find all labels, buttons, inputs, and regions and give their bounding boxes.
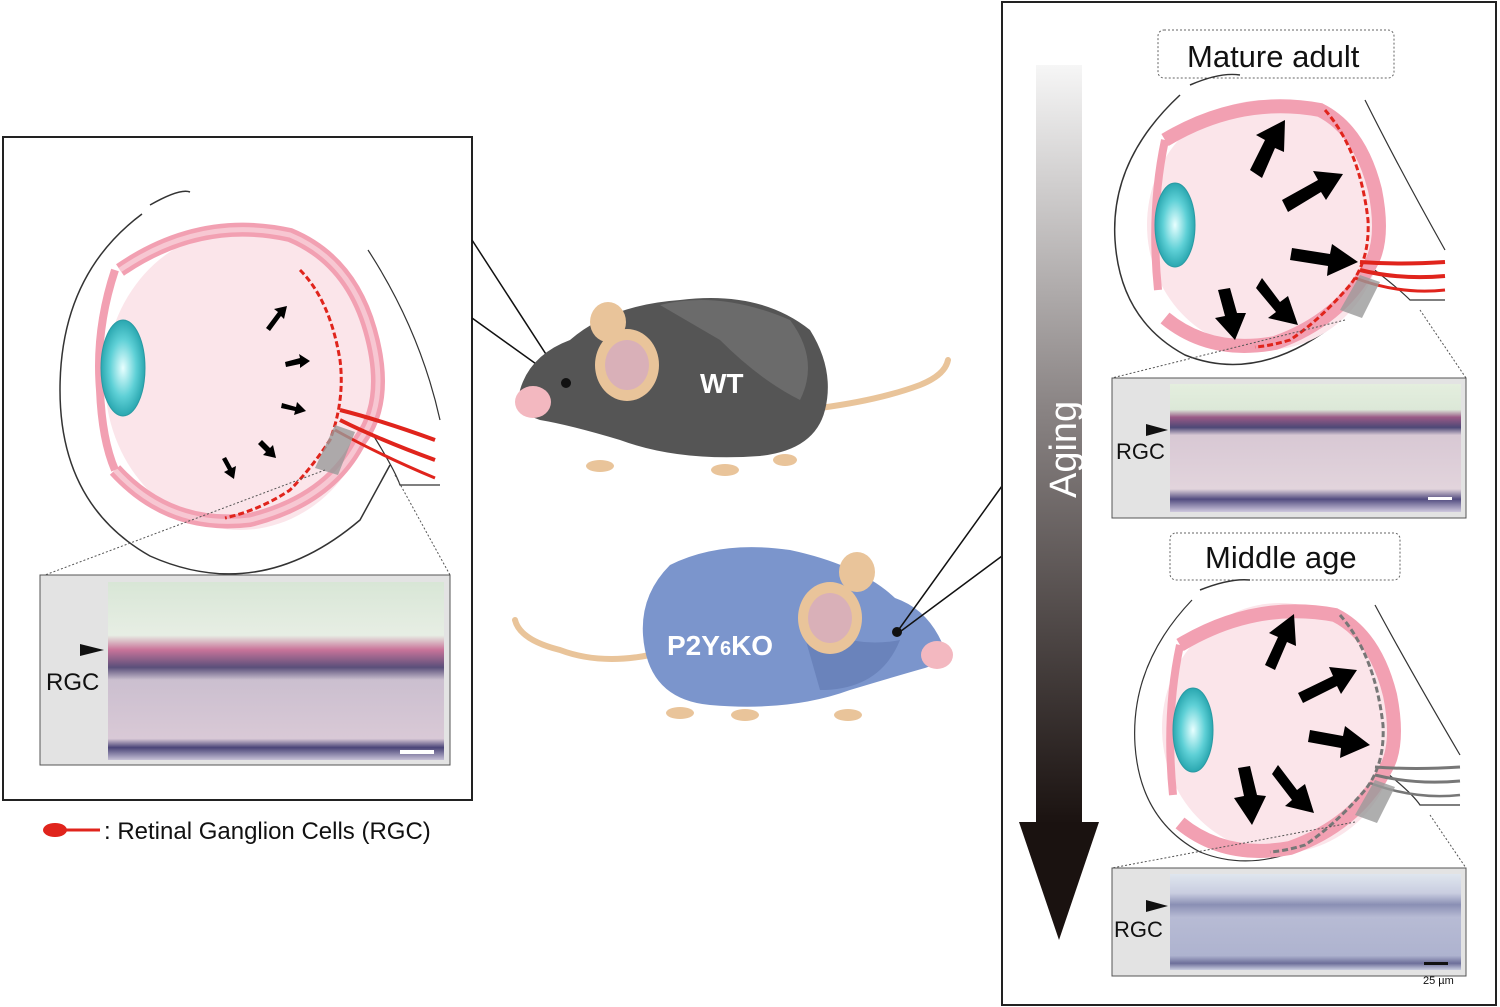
ko-label-subscript: 6 (720, 638, 731, 660)
left-rgc-label: RGC (46, 669, 99, 696)
ko-label-suffix: KO (731, 630, 773, 661)
aging-label: Aging (1043, 401, 1085, 498)
mature-rgc-label: RGC (1116, 439, 1165, 464)
wt-label: WT (700, 368, 744, 399)
mature-zoom-line-2 (1419, 309, 1467, 379)
rgc-legend-label: : Retinal Ganglion Cells (RGC) (104, 818, 431, 845)
ko-callout-line-2 (896, 555, 1003, 635)
ko-label-prefix: P2Y (667, 630, 720, 661)
scale-bar-label: 25 µm (1423, 975, 1454, 987)
middle-rgc-pointer-icon (1146, 900, 1168, 912)
aging-arrow (1019, 65, 1099, 940)
mature-adult-eye (1113, 73, 1446, 366)
left-rgc-pointer-icon (80, 644, 104, 656)
middle-zoom-line-2 (1429, 814, 1467, 869)
mature-adult-arrows (1215, 120, 1358, 340)
middle-histology-image (1170, 874, 1461, 970)
wt-mouse (515, 298, 951, 476)
mature-zoom-line-1 (1111, 319, 1346, 379)
mature-adult-label-box (1157, 29, 1395, 79)
ko-label: P2Y6KO (667, 630, 773, 661)
mature-histology-image (1170, 384, 1461, 512)
ko-mouse (512, 547, 953, 721)
middle-age-label: Middle age (1205, 540, 1357, 575)
middle-scale-bar (1424, 962, 1448, 965)
middle-age-label-box (1169, 532, 1401, 581)
middle-age-eye (1134, 578, 1461, 862)
ko-callout-line-1 (896, 485, 1003, 633)
left-eye-diagram (59, 190, 441, 575)
left-scale-bar (400, 750, 434, 754)
middle-zoom-line-1 (1111, 821, 1356, 869)
rgc-legend-icon (43, 823, 100, 837)
left-histology-image (108, 582, 444, 760)
left-eye-arrows (222, 306, 310, 479)
middle-rgc-label: RGC (1114, 917, 1163, 942)
left-zoom-line-1 (44, 469, 326, 576)
middle-age-arrows (1234, 614, 1370, 825)
mature-scale-bar (1428, 497, 1452, 500)
mature-adult-label: Mature adult (1187, 39, 1360, 74)
mature-rgc-pointer-icon (1146, 424, 1168, 436)
left-zoom-line-2 (394, 474, 451, 576)
